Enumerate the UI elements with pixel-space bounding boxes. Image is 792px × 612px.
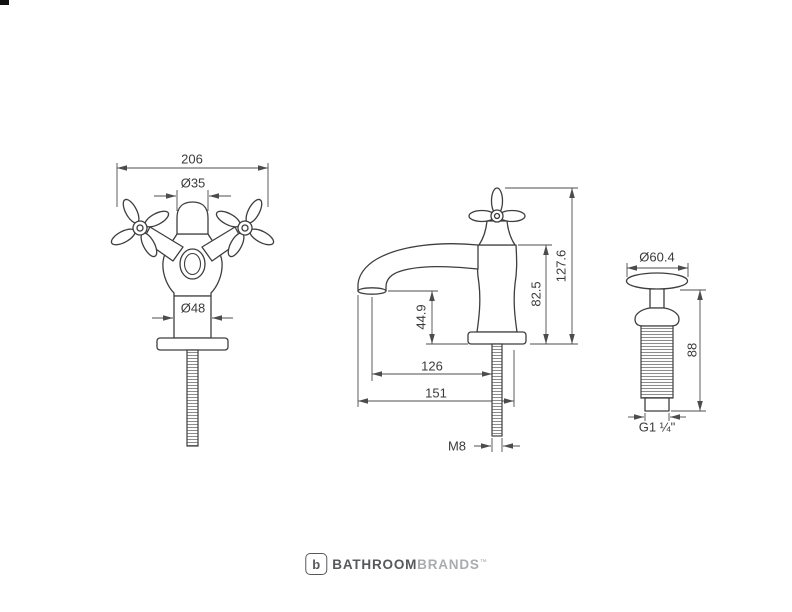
dim-label-body-height: 82.5 (528, 281, 544, 307)
corner-mark (0, 0, 9, 5)
side-spout (357, 243, 479, 292)
front-tap-outline (110, 198, 275, 447)
front-right-handle (215, 198, 275, 258)
dim-label-overall-width: 206 (181, 151, 203, 167)
waste-stem (649, 287, 665, 309)
waste-view (625, 263, 706, 421)
dim-label-stud-thread: M8 (447, 438, 467, 454)
dim-label-waste-thread: G1 ¼" (638, 419, 676, 435)
brand-logo-letter: b (312, 556, 321, 572)
brand-wordmark: BATHROOM BRANDS ™ (332, 557, 486, 572)
side-threaded-rod (491, 343, 503, 437)
waste-dimension-lines (626, 263, 706, 421)
dim-label-body-diameter: Ø48 (180, 300, 206, 316)
side-bonnet (478, 220, 516, 246)
brand-logo-icon: b (305, 553, 328, 575)
dim-label-total-height: 127.6 (553, 249, 569, 283)
front-view (110, 163, 275, 447)
brand-name-primary: BATHROOM (332, 556, 418, 572)
side-body (476, 244, 518, 333)
waste-bottom-collar (644, 397, 670, 412)
brand-name-secondary: BRANDS (417, 556, 480, 572)
front-cartridge-cap (176, 201, 209, 235)
brand-logo: b BATHROOM BRANDS ™ (305, 553, 487, 575)
front-dimension-lines (116, 163, 269, 321)
side-dimension-lines (357, 187, 578, 452)
waste-plug-top (625, 272, 689, 290)
dim-label-waste-body-height: 88 (684, 342, 700, 358)
side-base-flange (467, 331, 527, 345)
dim-label-top-diameter: Ø35 (180, 175, 206, 191)
dim-label-reach: 126 (421, 358, 443, 374)
waste-body-shoulder (634, 307, 680, 327)
side-tap-outline (357, 187, 527, 437)
front-threaded-rod (186, 349, 199, 447)
side-spout-opening (357, 287, 387, 295)
dim-label-waste-top-diameter: Ø60.4 (639, 249, 675, 265)
waste-threaded-body (640, 325, 674, 399)
waste-outline (625, 272, 689, 412)
side-view (357, 187, 578, 452)
side-handle (468, 187, 526, 223)
front-base-flange (156, 337, 229, 351)
front-left-handle (110, 198, 170, 258)
dim-label-spout-outlet-height: 44.9 (413, 304, 429, 330)
front-spout-outlet-inner (183, 252, 202, 276)
trademark-symbol: ™ (479, 558, 487, 566)
dim-label-overall-reach: 151 (425, 385, 447, 401)
